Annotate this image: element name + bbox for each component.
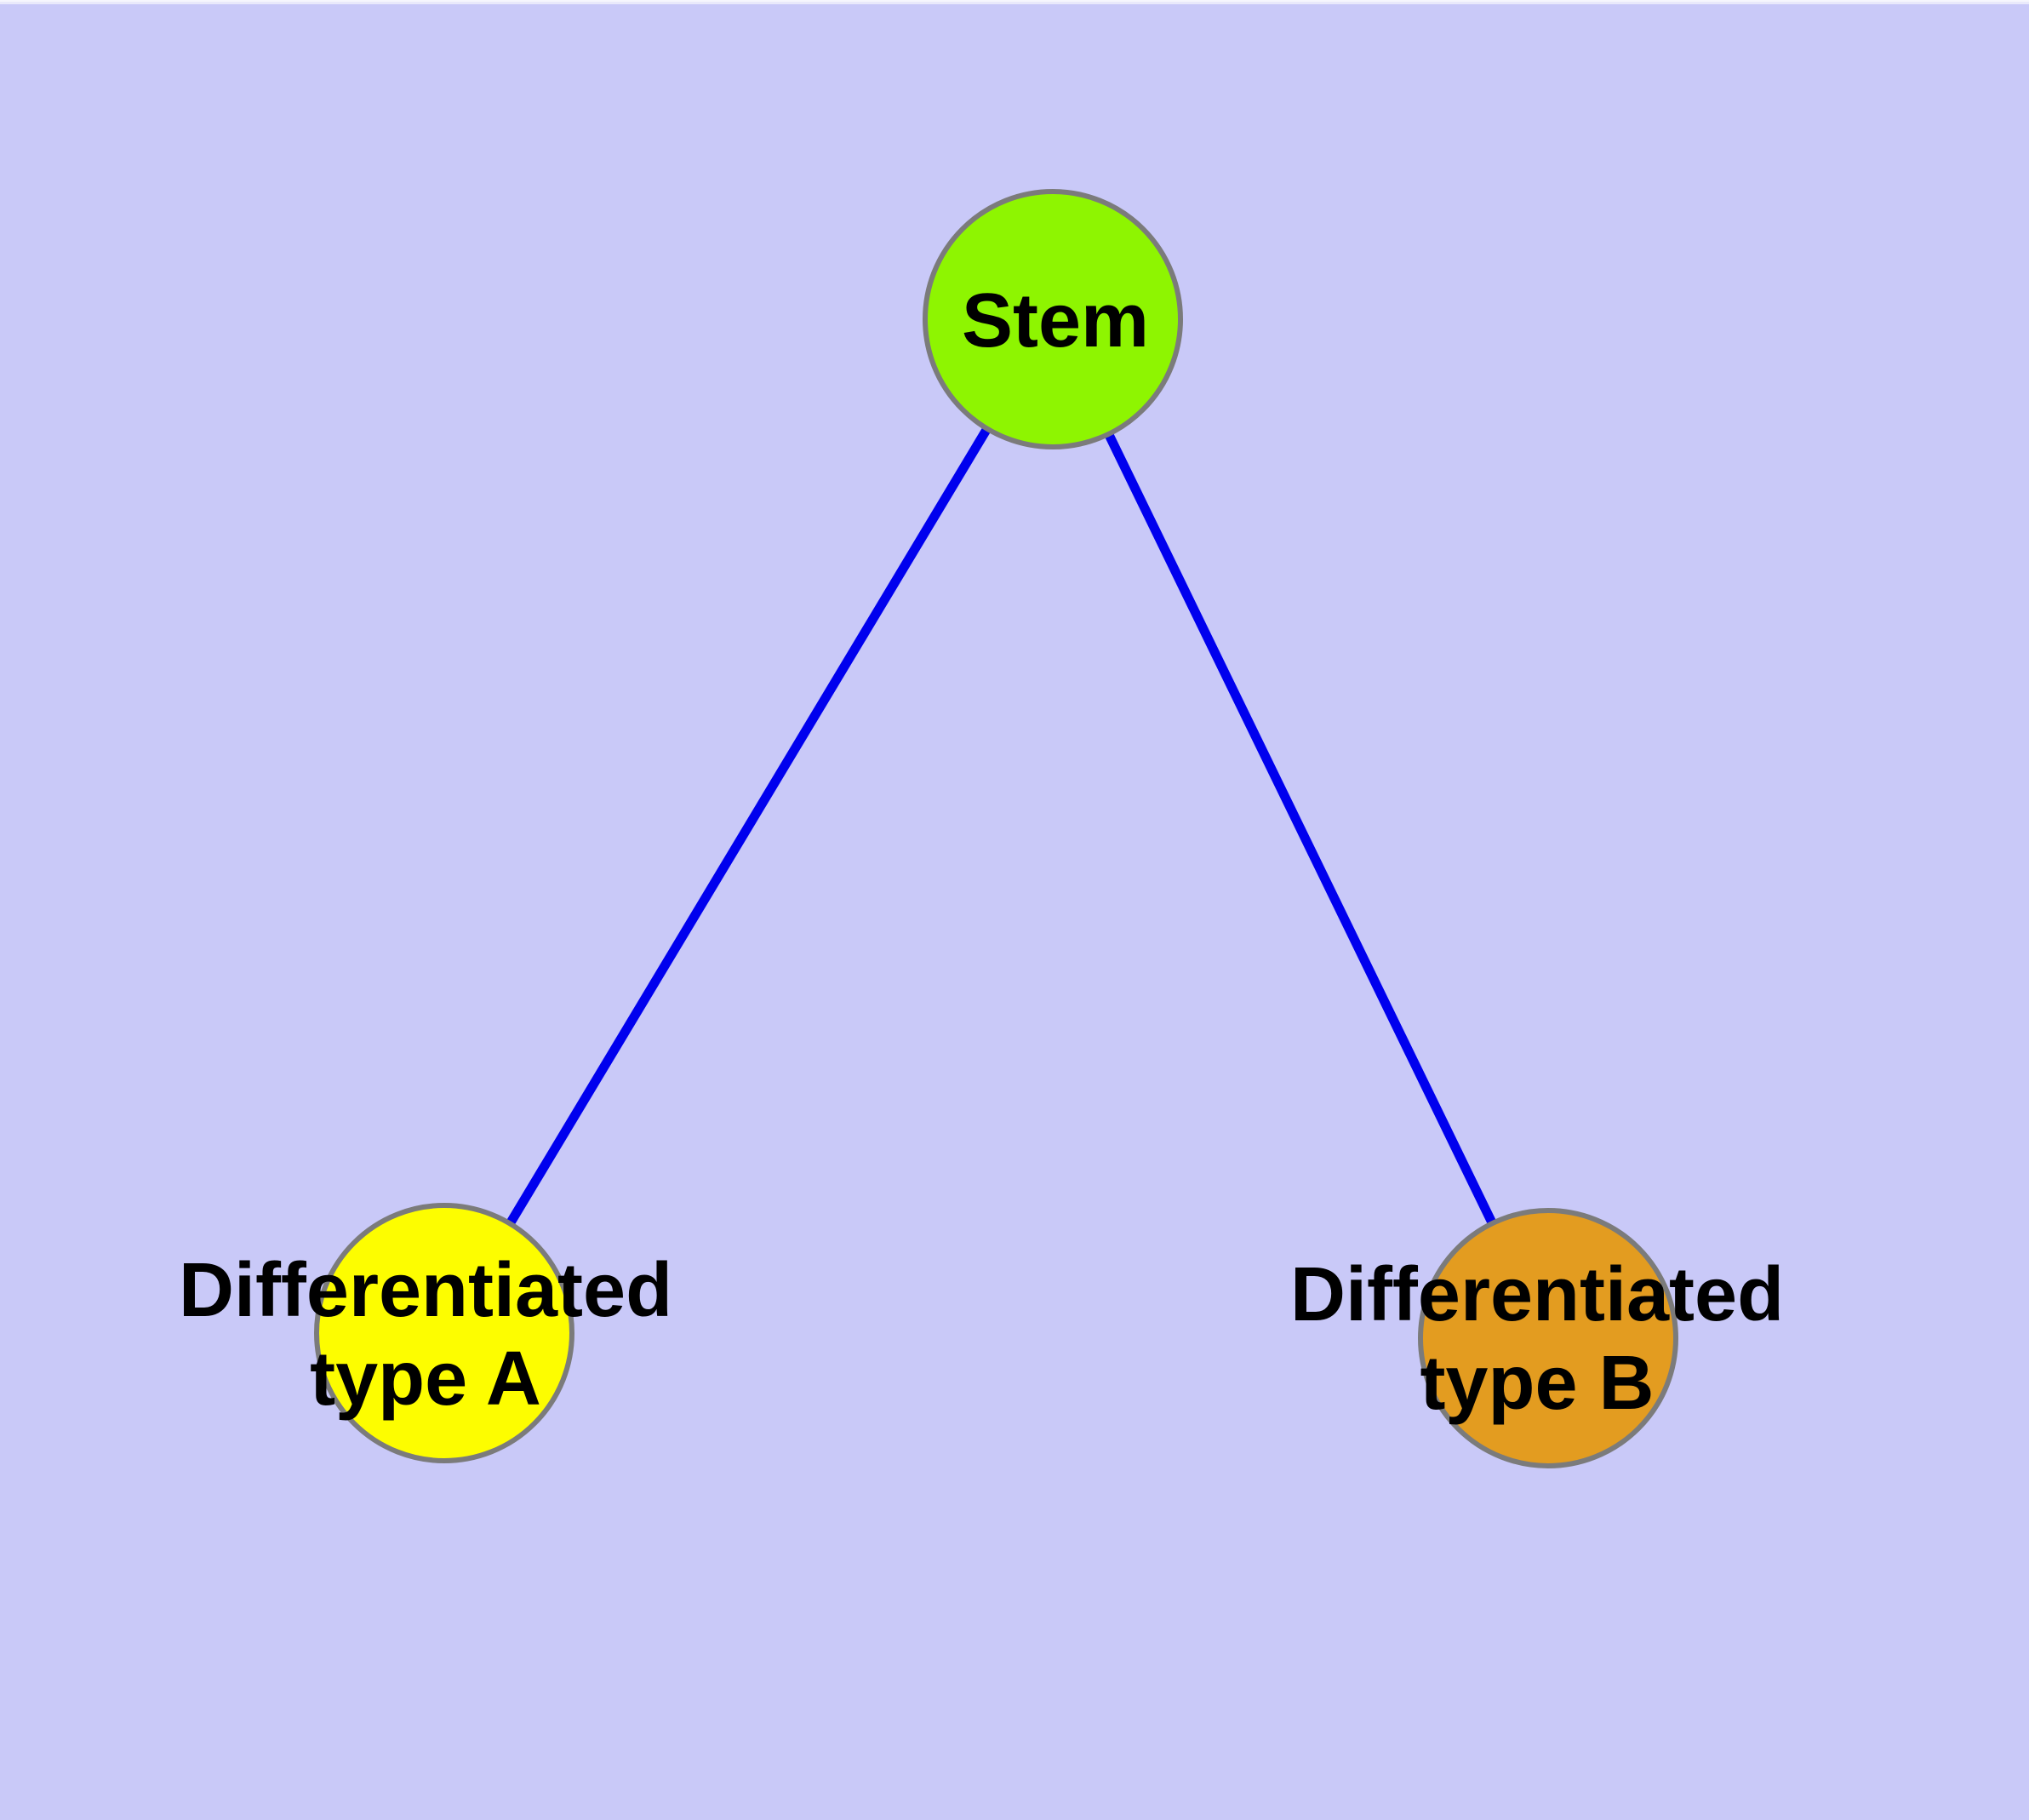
canvas-top-edge-highlight	[0, 0, 2029, 4]
node-differentiated-type-b[interactable]	[1418, 1208, 1678, 1468]
node-stem[interactable]	[923, 189, 1183, 449]
node-differentiated-type-a[interactable]	[314, 1203, 574, 1463]
edge-stem-to-type-a	[440, 317, 1057, 1336]
edge-stem-to-type-b	[1049, 317, 1552, 1341]
